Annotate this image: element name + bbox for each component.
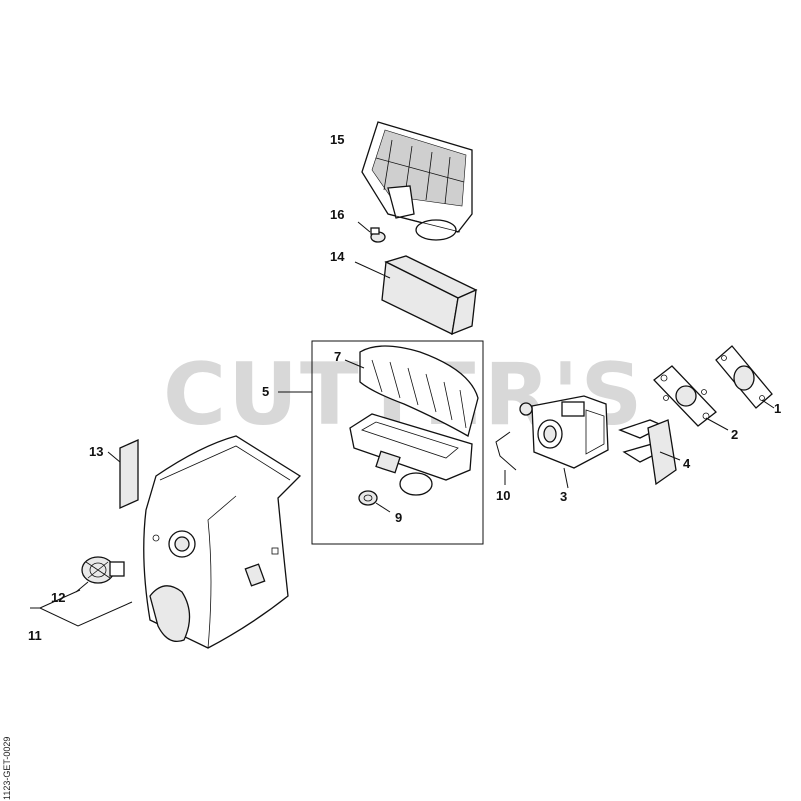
gasket-small[interactable] [715,345,775,409]
callout-5: 5 [262,384,270,399]
callout-2: 2 [731,427,739,442]
callout-9: 9 [395,510,403,525]
air-filter-housing[interactable] [361,121,473,241]
carburetor[interactable] [519,395,609,489]
callout-11: 11 [28,628,42,643]
callout-3: 3 [560,489,568,504]
choke-rod[interactable] [495,431,517,485]
cover-knob[interactable] [75,556,125,593]
callout-10: 10 [496,488,511,503]
nut[interactable] [358,490,391,513]
callout-14: 14 [330,249,345,264]
gasket-large[interactable] [653,365,729,431]
drawing-code: 1123-GET-0029 [2,736,12,800]
screw[interactable] [357,221,386,243]
filter-base[interactable] [349,413,473,496]
callout-7: 7 [334,349,342,364]
filter-cover[interactable] [344,345,479,437]
callout-bracket-11 [30,601,133,627]
foam-filter[interactable] [354,255,478,336]
callout-12: 12 [51,590,66,605]
intake-manifold[interactable] [618,419,681,486]
callout-13: 13 [89,444,104,459]
callout-4: 4 [683,456,691,471]
callout-15: 15 [330,132,345,147]
assembly-box [311,340,484,545]
callout-16: 16 [330,207,345,222]
callout-1: 1 [774,401,782,416]
label[interactable] [107,438,139,510]
top-cover-assembly[interactable] [143,435,302,649]
